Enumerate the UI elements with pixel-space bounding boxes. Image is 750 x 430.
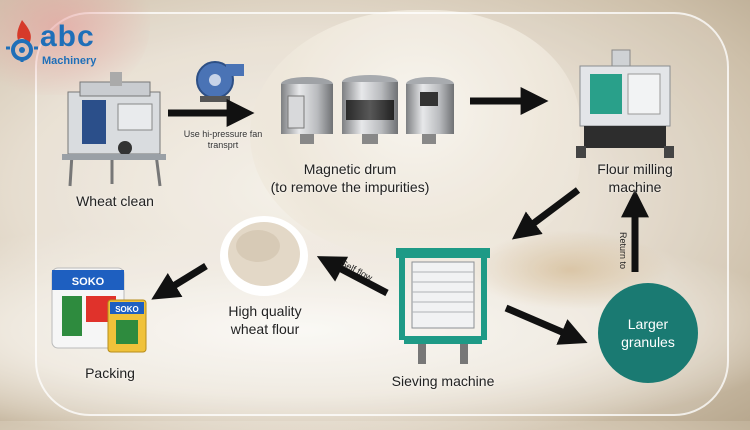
flour-label-line2: wheat flour xyxy=(210,320,320,338)
flour-milling-label: Flour milling machine xyxy=(570,160,700,196)
milling-label-line1: Flour milling xyxy=(570,160,700,178)
magnetic-label-line1: Magnetic drum xyxy=(250,160,450,178)
flour-label: High quality wheat flour xyxy=(210,302,320,338)
arrow-sieve-to-granules xyxy=(506,308,576,338)
flour-milling-machine-icon xyxy=(576,50,674,158)
package-small-brand-text: SOKO xyxy=(115,305,139,314)
package-brand-text: SOKO xyxy=(72,276,105,288)
sieving-machine-icon xyxy=(396,248,490,364)
fan-label-line2: transprt xyxy=(170,140,276,151)
magnetic-drum-3-icon xyxy=(406,77,454,144)
fan-transport-label: Use hi-pressure fan transprt xyxy=(170,129,276,151)
wheat-clean-machine-icon xyxy=(62,72,166,186)
fan-label-line1: Use hi-pressure fan xyxy=(170,129,276,140)
return-to-label: Return to xyxy=(618,232,628,269)
granules-label-line2: granules xyxy=(621,333,675,351)
magnetic-drum-label: Magnetic drum (to remove the impurities) xyxy=(250,160,450,196)
flour-label-line1: High quality xyxy=(210,302,320,320)
packing-label: Packing xyxy=(60,364,160,382)
wheat-clean-label: Wheat clean xyxy=(60,192,170,210)
magnetic-label-line2: (to remove the impurities) xyxy=(250,178,450,196)
granules-label-line1: Larger xyxy=(621,315,675,333)
magnetic-drum-1-icon xyxy=(281,77,333,144)
arrow-mill-to-sieve xyxy=(522,190,578,232)
arrow-flour-to-packing xyxy=(162,266,206,293)
sieving-machine-label: Sieving machine xyxy=(380,372,506,390)
larger-granules-node: Larger granules xyxy=(598,283,698,383)
flour-bowl-icon xyxy=(220,216,308,296)
magnetic-drum-2-icon xyxy=(342,75,398,144)
milling-label-line2: machine xyxy=(570,178,700,196)
hi-pressure-fan-icon xyxy=(197,62,244,102)
